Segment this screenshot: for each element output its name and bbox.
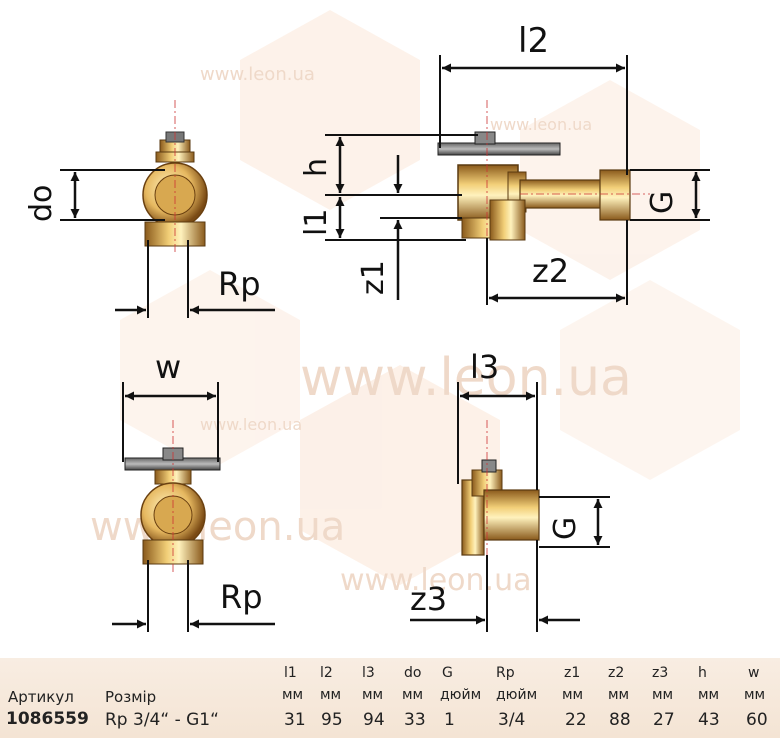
svg-text:www.leon.ua: www.leon.ua xyxy=(200,415,302,434)
front-view-top xyxy=(60,100,275,318)
unit-do: мм xyxy=(402,687,424,703)
value-z3: 27 xyxy=(653,710,675,730)
header-do: do xyxy=(404,665,422,681)
header-l1: l1 xyxy=(284,665,297,681)
technical-drawing: www.leon.ua www.leon.ua www.leon.ua www.… xyxy=(24,10,740,632)
dim-label-do: do xyxy=(24,185,59,222)
dim-label-z2: z2 xyxy=(532,252,569,290)
spec-table-band xyxy=(0,658,780,738)
value-l3: 94 xyxy=(363,710,385,730)
svg-text:www.leon.ua: www.leon.ua xyxy=(200,64,315,85)
header-z3: z3 xyxy=(652,665,669,681)
unit-l1: мм xyxy=(282,687,304,703)
dim-label-rp-bottom: Rp xyxy=(220,578,263,616)
value-do: 33 xyxy=(404,710,426,730)
header-z1: z1 xyxy=(564,665,581,681)
unit-h: мм xyxy=(698,687,720,703)
value-l2: 95 xyxy=(321,710,343,730)
value-h: 43 xyxy=(698,710,720,730)
dim-label-h: h xyxy=(299,158,334,177)
dim-label-l2: l2 xyxy=(518,21,549,61)
dim-label-z1: z1 xyxy=(356,260,391,295)
unit-z1: мм xyxy=(562,687,584,703)
header-w: w xyxy=(748,665,760,681)
value-z2: 88 xyxy=(609,710,631,730)
svg-text:www.leon.ua: www.leon.ua xyxy=(490,115,592,134)
article-number: 1086559 xyxy=(6,709,89,729)
value-g: 1 xyxy=(444,710,455,730)
value-z1: 22 xyxy=(565,710,587,730)
svg-text:www.leon.ua: www.leon.ua xyxy=(300,348,632,408)
side-view-top xyxy=(325,55,710,305)
header-h: h xyxy=(698,665,707,681)
value-w: 60 xyxy=(746,710,768,730)
header-z2: z2 xyxy=(608,665,625,681)
header-l2: l2 xyxy=(320,665,333,681)
dim-label-l3: l3 xyxy=(470,348,499,386)
header-l3: l3 xyxy=(362,665,375,681)
unit-l2: мм xyxy=(320,687,342,703)
unit-w: мм xyxy=(744,687,766,703)
svg-text:www.leon.ua: www.leon.ua xyxy=(340,563,531,598)
svg-text:www.leon.ua: www.leon.ua xyxy=(90,504,345,550)
background-decoration xyxy=(120,10,740,585)
dim-label-rp-top: Rp xyxy=(218,265,261,303)
unit-z2: мм xyxy=(608,687,630,703)
dim-label-g-top: G xyxy=(645,191,680,214)
value-rp: 3/4 xyxy=(498,710,526,730)
header-size: Розмір xyxy=(105,688,157,706)
dim-label-w: w xyxy=(155,348,181,386)
dim-label-z3: z3 xyxy=(410,580,447,618)
unit-l3: мм xyxy=(362,687,384,703)
unit-rp: дюйм xyxy=(496,687,538,703)
header-rp: Rp xyxy=(496,665,515,681)
unit-z3: мм xyxy=(652,687,674,703)
dim-label-g-bottom: G xyxy=(548,517,583,540)
watermark: www.leon.ua www.leon.ua www.leon.ua www.… xyxy=(90,64,632,598)
side-view-bottom xyxy=(410,382,610,632)
dim-label-l1: l1 xyxy=(299,209,334,236)
spec-table: Артикул Розмір l1 l2 l3 do G Rp z1 z2 z3… xyxy=(0,655,780,740)
front-view-bottom xyxy=(112,382,275,632)
header-article: Артикул xyxy=(8,688,74,706)
unit-g: дюйм xyxy=(440,687,482,703)
header-g: G xyxy=(442,665,453,681)
value-l1: 31 xyxy=(284,710,306,730)
size-value: Rp 3/4“ - G1“ xyxy=(105,710,219,730)
